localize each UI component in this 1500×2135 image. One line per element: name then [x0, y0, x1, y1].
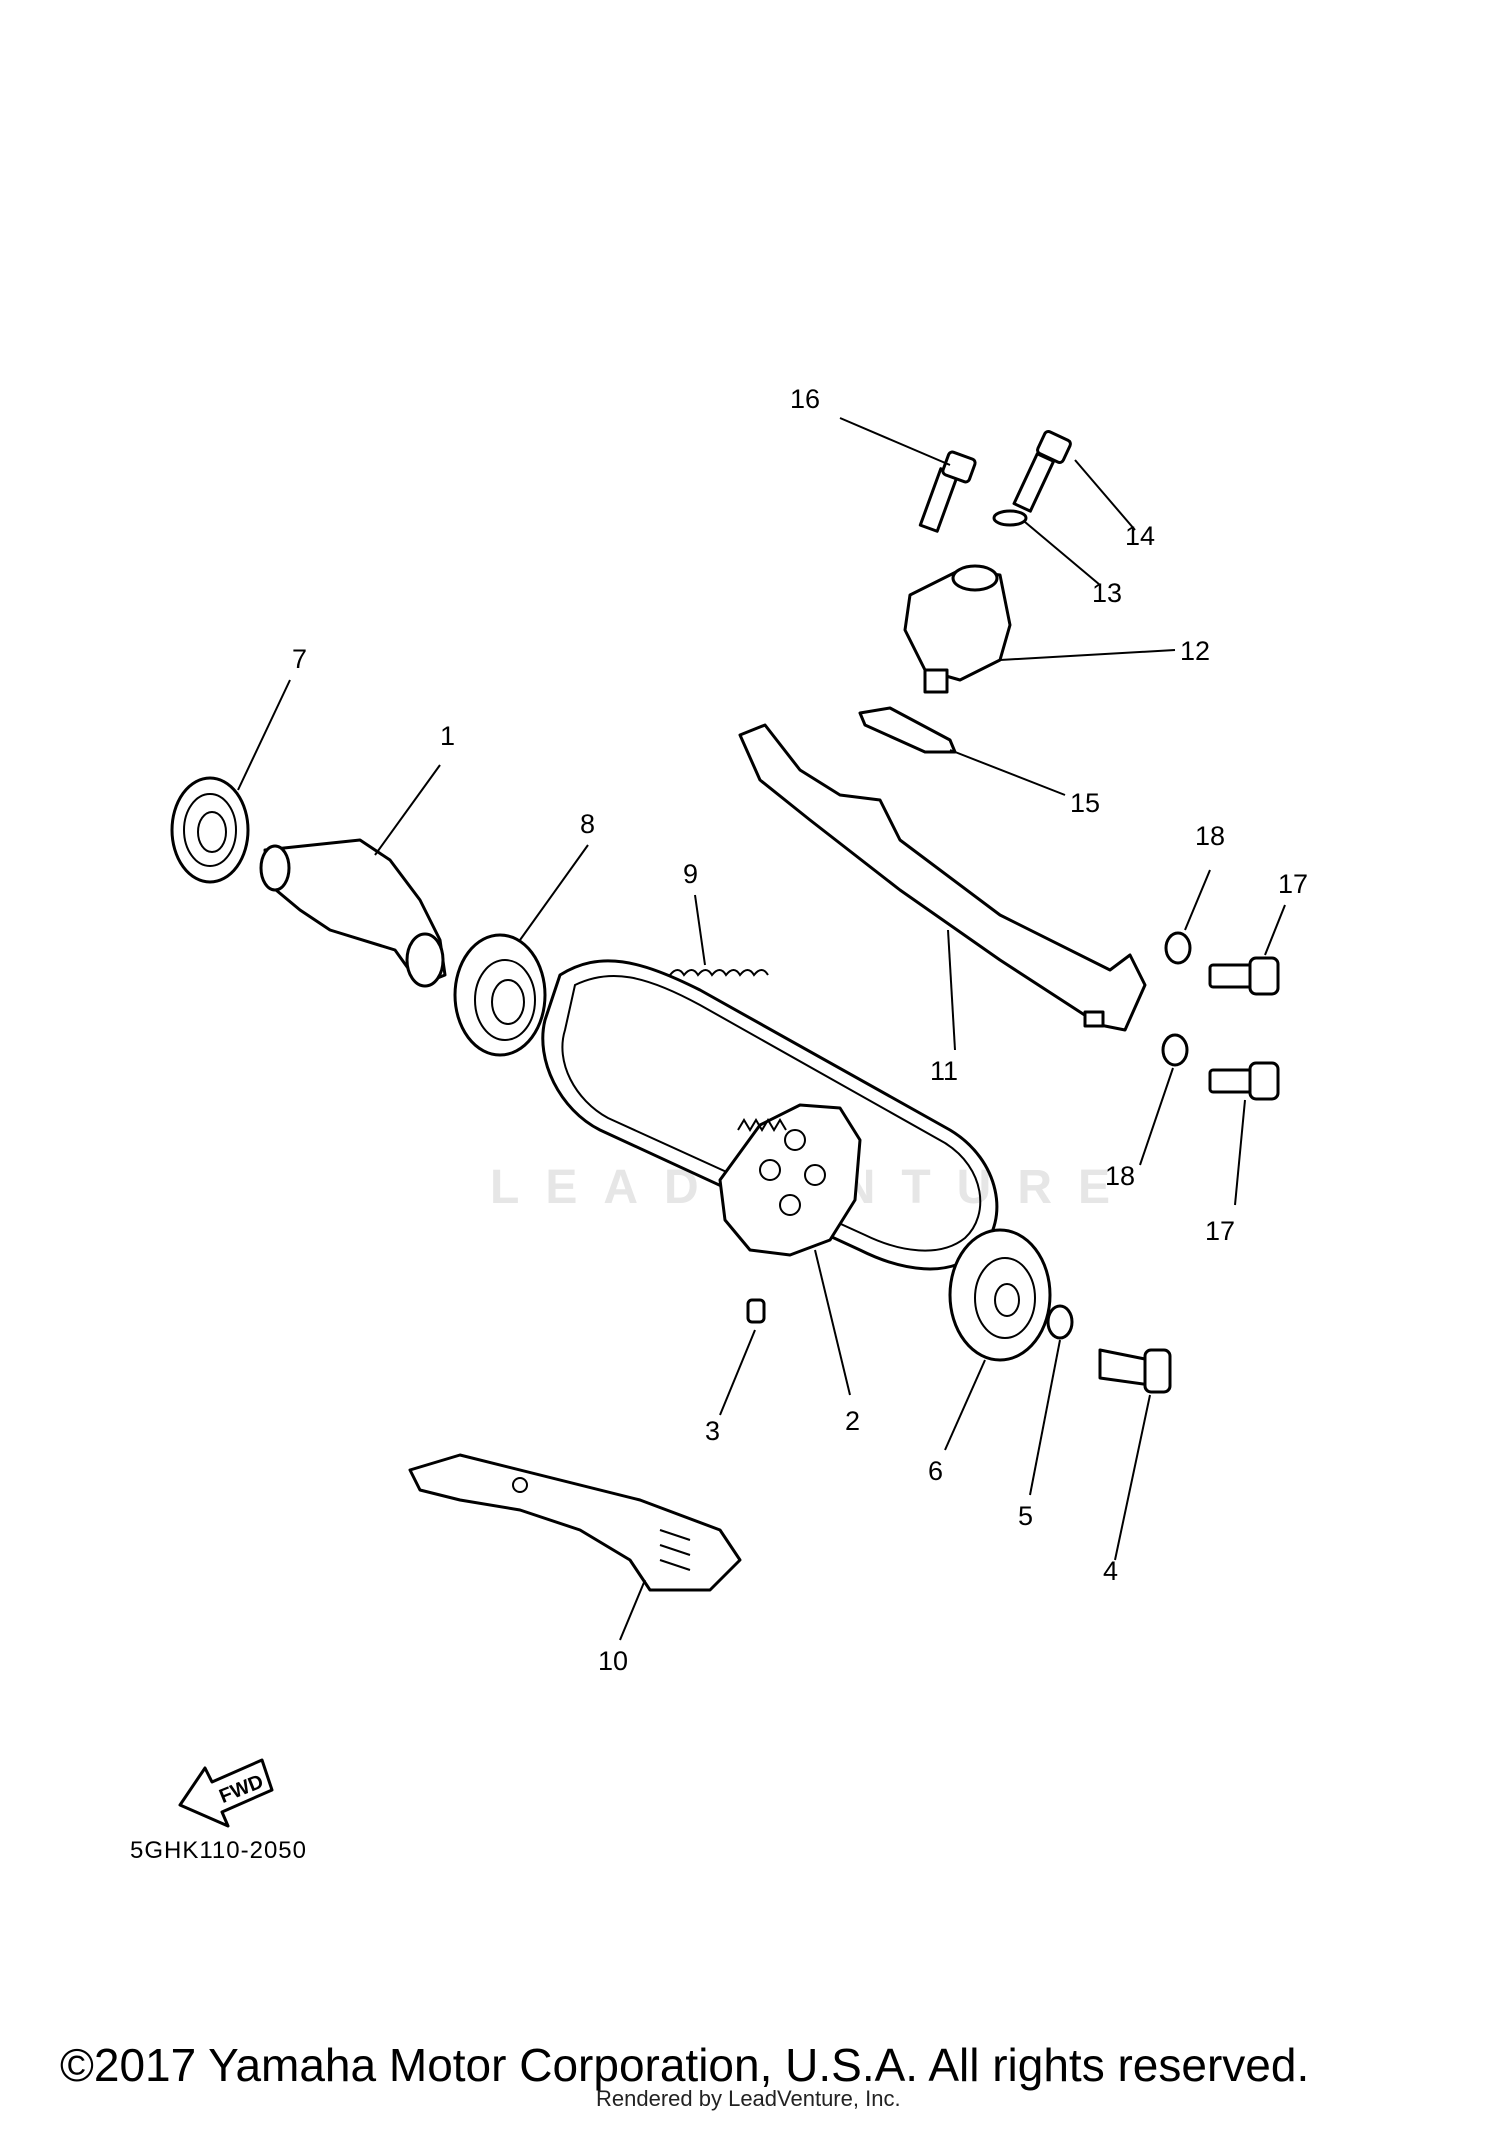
part-bolt-16[interactable]	[918, 450, 977, 533]
diagram-code: 5GHK110-2050	[130, 1837, 307, 1864]
part-bolt-14[interactable]	[1012, 430, 1072, 513]
part-plate-6[interactable]	[948, 1228, 1052, 1362]
part-bolt-17-upper[interactable]	[1208, 956, 1280, 996]
part-sprocket-2[interactable]	[718, 1103, 862, 1257]
callout-18-lower: 18	[1105, 1161, 1135, 1191]
callout-3: 3	[705, 1416, 720, 1446]
part-tensioner-12[interactable]	[903, 564, 1012, 694]
copyright-notice: ©2017 Yamaha Motor Corporation, U.S.A. A…	[60, 2039, 1310, 2091]
part-washer-13[interactable]	[992, 509, 1028, 527]
callout-15: 15	[1070, 788, 1100, 818]
callout-8: 8	[580, 809, 595, 839]
part-tensioner-guide-11[interactable]	[738, 723, 1147, 1032]
part-chain-guide-10[interactable]	[408, 1453, 742, 1592]
part-washer-18-upper[interactable]	[1164, 931, 1192, 965]
callout-2: 2	[845, 1406, 860, 1436]
part-camshaft-1[interactable]	[259, 838, 447, 988]
callout-1: 1	[440, 721, 455, 751]
part-gasket-15[interactable]	[858, 706, 957, 754]
part-bolt-17-lower[interactable]	[1208, 1061, 1280, 1101]
part-bolt-4[interactable]	[1098, 1348, 1172, 1394]
callout-7: 7	[292, 644, 307, 674]
callout-16: 16	[790, 384, 820, 414]
fwd-arrow-icon: FWD	[178, 1758, 274, 1828]
callout-17-lower: 17	[1205, 1216, 1235, 1246]
callout-17-upper: 17	[1278, 869, 1308, 899]
rendered-by: Rendered by LeadVenture, Inc.	[596, 2086, 901, 2111]
part-bearing-8[interactable]	[453, 933, 547, 1057]
part-washer-18-lower[interactable]	[1161, 1033, 1189, 1067]
callout-10: 10	[598, 1646, 628, 1676]
callout-9: 9	[683, 859, 698, 889]
part-washer-5[interactable]	[1046, 1304, 1074, 1340]
callout-4: 4	[1103, 1556, 1118, 1586]
callout-14: 14	[1125, 521, 1155, 551]
callout-11: 11	[930, 1056, 958, 1086]
part-pin-3[interactable]	[746, 1298, 766, 1324]
callout-5: 5	[1018, 1501, 1033, 1531]
callout-18-upper: 18	[1195, 821, 1225, 851]
callout-13: 13	[1092, 578, 1122, 608]
leader-lines	[237, 417, 1286, 1641]
callout-6: 6	[928, 1456, 943, 1486]
part-bearing-7[interactable]	[170, 776, 250, 884]
callout-12: 12	[1180, 636, 1210, 666]
part-spring-9[interactable]	[669, 969, 769, 977]
